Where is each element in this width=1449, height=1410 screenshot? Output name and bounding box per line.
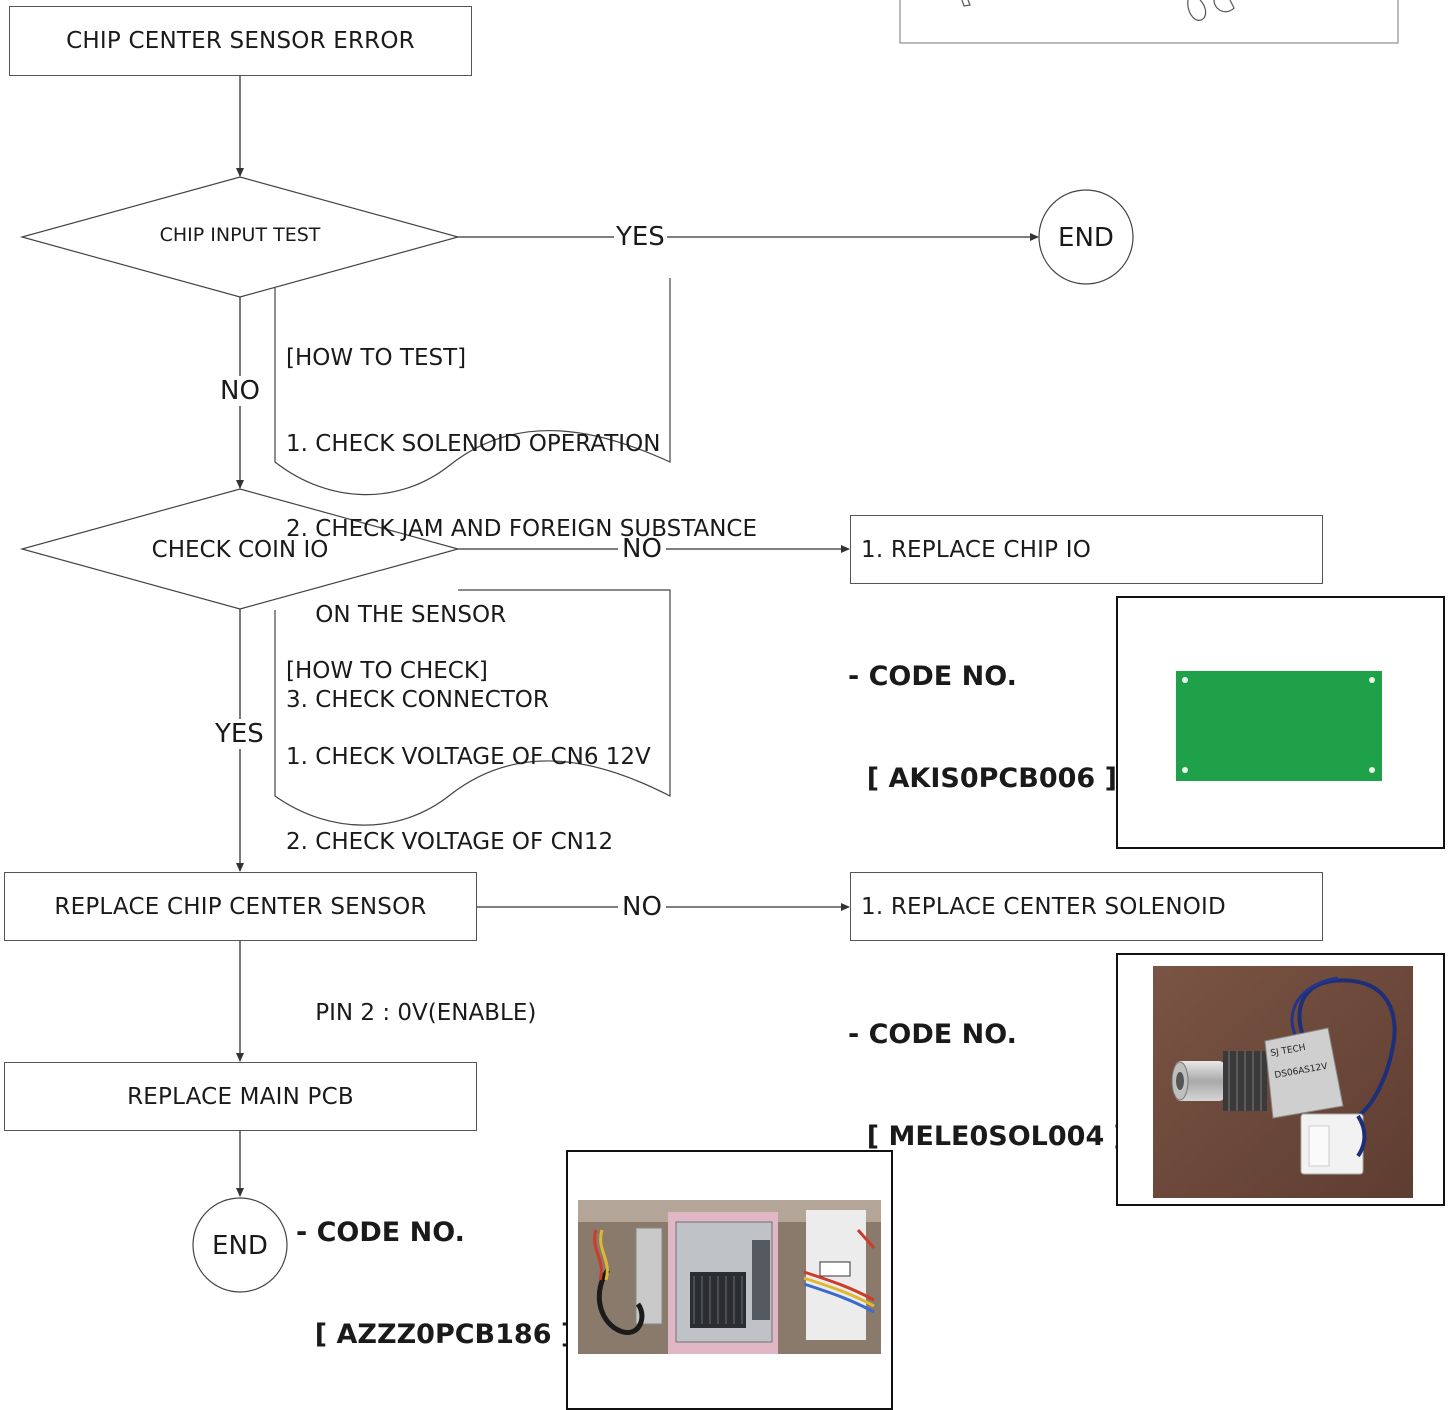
note-how-to-check-title: [HOW TO CHECK]	[286, 658, 488, 684]
photo-frame-main-pcb	[566, 1150, 893, 1410]
terminal-end-top-shape	[1038, 189, 1134, 285]
decision-check-coin-io-shape	[19, 488, 461, 610]
edge-label-no-to-coin: NO	[218, 376, 262, 406]
note-how-to-check-line: 2. CHECK VOLTAGE OF CN12	[286, 829, 614, 855]
edge-label-no-to-solenoid: NO	[618, 894, 666, 920]
code-main-pcb-label: - CODE NO.	[296, 1217, 465, 1248]
terminal-end-bottom: END	[212, 1231, 268, 1261]
edge-label-yes-to-end: YES	[614, 222, 667, 252]
chip-io-pcb-image	[1176, 671, 1382, 781]
process-replace-chip-center-sensor: REPLACE CHIP CENTER SENSOR	[4, 872, 477, 941]
process-replace-main-pcb: REPLACE MAIN PCB	[4, 1062, 477, 1131]
note-how-to-test-line: 1. CHECK SOLENOID OPERATION	[286, 430, 661, 457]
note-how-to-test-line: ON THE SENSOR	[286, 601, 507, 628]
decision-check-coin-io-label: CHECK COIN IO	[151, 537, 329, 563]
main-pcb-image	[578, 1200, 881, 1354]
terminal-end-top: END	[1058, 223, 1114, 253]
process-replace-main-pcb-label: REPLACE MAIN PCB	[127, 1083, 354, 1110]
edge-label-yes-to-sensor: YES	[213, 719, 266, 749]
terminal-end-bottom-shape	[192, 1197, 288, 1293]
note-how-to-test: [HOW TO TEST] 1. CHECK SOLENOID OPERATIO…	[286, 287, 757, 743]
photo-frame-chip-io	[1116, 596, 1445, 849]
process-replace-chip-center-sensor-label: REPLACE CHIP CENTER SENSOR	[54, 893, 427, 920]
photo-frame-solenoid: SJ TECH DS06AS12V	[1116, 953, 1445, 1206]
note-how-to-test-line: 3. CHECK CONNECTOR	[286, 687, 549, 713]
note-how-to-test-title: [HOW TO TEST]	[286, 345, 467, 371]
note-how-to-check-shape	[274, 589, 671, 826]
solenoid-image: SJ TECH DS06AS12V	[1153, 966, 1413, 1198]
note-how-to-test-line: 2. CHECK JAM AND FOREIGN SUBSTANCE	[286, 516, 757, 542]
code-chip-io-value: [ AKIS0PCB006 ]	[848, 763, 1117, 794]
title-text: CHIP CENTER SENSOR ERROR	[66, 28, 415, 54]
code-main-pcb: - CODE NO. [ AZZZ0PCB186 ]	[296, 1148, 573, 1386]
code-main-pcb-value: [ AZZZ0PCB186 ]	[296, 1319, 574, 1350]
decision-chip-input-test-shape	[19, 176, 461, 298]
process-replace-center-solenoid-label: 1. REPLACE CENTER SOLENOID	[861, 893, 1226, 920]
note-how-to-check-line: PIN 2 : 0V(ENABLE)	[286, 1000, 537, 1026]
code-chip-io: - CODE NO. [ AKIS0PCB006 ]	[848, 592, 1117, 830]
edge-label-no-to-chip-io: NO	[618, 536, 666, 562]
process-replace-chip-io-label: 1. REPLACE CHIP IO	[861, 536, 1092, 563]
code-solenoid: - CODE NO. [ MELE0SOL004 ]	[848, 950, 1126, 1188]
process-replace-center-solenoid: 1. REPLACE CENTER SOLENOID	[850, 872, 1323, 941]
code-solenoid-label: - CODE NO.	[848, 1019, 1017, 1050]
decision-chip-input-test-label: CHIP INPUT TEST	[159, 224, 321, 246]
code-solenoid-value: [ MELE0SOL004 ]	[848, 1121, 1126, 1152]
top-illustration-frame	[899, 0, 1399, 44]
note-how-to-test-shape	[274, 278, 671, 496]
title-box: CHIP CENTER SENSOR ERROR	[9, 6, 472, 76]
process-replace-chip-io: 1. REPLACE CHIP IO	[850, 515, 1323, 584]
note-how-to-check-line: 1. CHECK VOLTAGE OF CN6 12V	[286, 743, 651, 770]
note-how-to-check: [HOW TO CHECK] 1. CHECK VOLTAGE OF CN6 1…	[286, 600, 651, 1142]
code-chip-io-label: - CODE NO.	[848, 661, 1017, 692]
